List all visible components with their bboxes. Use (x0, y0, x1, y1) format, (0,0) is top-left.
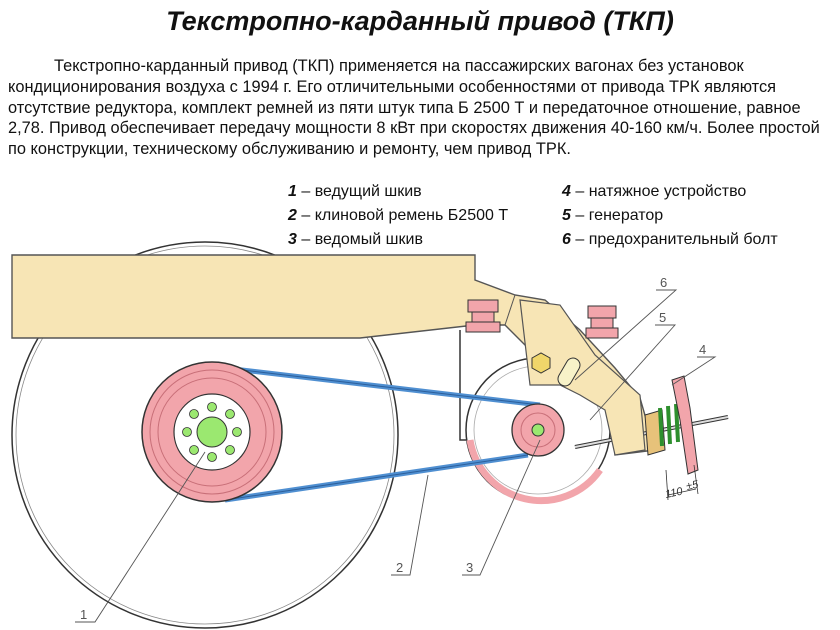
legend-item-4: 4 – натяжное устройство (562, 180, 778, 204)
legend-num: 3 (288, 231, 297, 248)
legend-num: 2 (288, 207, 297, 224)
legend-text: – генератор (570, 207, 664, 224)
callout-4: 4 (699, 342, 706, 357)
nut-icon (531, 352, 551, 374)
callout-3: 3 (466, 560, 473, 575)
legend-text: – натяжное устройство (570, 183, 747, 200)
callout-1: 1 (80, 607, 87, 622)
callout-2: 2 (396, 560, 403, 575)
tensioner (574, 375, 729, 501)
legend-item-3: 3 – ведомый шкив (288, 228, 508, 252)
spring-buffer-right (585, 305, 619, 339)
dimension-label: 110 (664, 485, 685, 501)
legend-num: 6 (562, 231, 571, 248)
frame-bracket (519, 299, 646, 456)
legend-left: 1 – ведущий шкив 2 – клиновой ремень Б25… (288, 180, 508, 252)
legend-text: – ведомый шкив (296, 231, 423, 248)
legend-num: 5 (562, 207, 571, 224)
callout-5: 5 (659, 310, 666, 325)
safety-bolt-slot (557, 357, 581, 387)
frame-edge (504, 294, 516, 326)
leader-lines (75, 289, 717, 623)
callout-6: 6 (660, 275, 667, 290)
legend-item-5: 5 – генератор (562, 204, 778, 228)
legend-text: – предохранительный болт (570, 231, 778, 248)
legend-item-1: 1 – ведущий шкив (288, 180, 508, 204)
dimension-tolerance: ±5 (685, 478, 700, 492)
description-text: Текстропно-карданный привод (ТКП) примен… (8, 57, 820, 159)
legend-text: – ведущий шкив (296, 183, 422, 200)
legend-num: 4 (562, 183, 571, 200)
legend-num: 1 (288, 183, 297, 200)
page-title: Текстропно-карданный привод (ТКП) (166, 6, 674, 36)
driving-pulley (141, 361, 283, 503)
legend-item-6: 6 – предохранительный болт (562, 228, 778, 252)
legend-text: – клиновой ремень Б2500 Т (296, 207, 509, 224)
v-belt (224, 365, 541, 503)
legend-item-2: 2 – клиновой ремень Б2500 Т (288, 204, 508, 228)
wheel-rim-line (15, 245, 395, 625)
legend-right: 4 – натяжное устройство 5 – генератор 6 … (562, 180, 778, 252)
driven-pulley (511, 403, 565, 457)
